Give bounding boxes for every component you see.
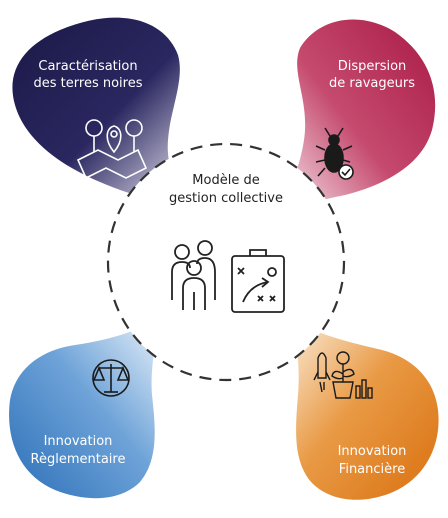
petal-bottom-right-line1: Innovation <box>338 444 407 459</box>
petal-top-right-line2: de ravageurs <box>329 76 415 91</box>
group-of-people-icon <box>171 240 216 310</box>
petal-top-right-line1: Dispersion <box>338 59 407 74</box>
petal-bottom-right <box>290 318 439 500</box>
beetle-checked-icon <box>315 127 354 180</box>
petal-bottom-left-line1: Innovation <box>44 434 113 449</box>
center-title-line2: gestion collective <box>169 191 283 206</box>
balance-scale-icon <box>92 359 130 397</box>
petal-top-left-line1: Caractérisation <box>38 59 137 74</box>
money-plant-rocket-icon <box>313 351 373 399</box>
petal-top-left-line2: des terres noires <box>34 76 143 91</box>
strategy-board-icon <box>231 249 285 313</box>
petal-bottom-right-line2: Financière <box>339 462 405 477</box>
petal-top-left <box>12 17 191 202</box>
center-title-line1: Modèle de <box>192 173 259 188</box>
petal-bottom-left <box>9 318 160 499</box>
center-circle <box>106 142 346 382</box>
petal-bottom-left-line2: Règlementaire <box>31 452 126 467</box>
petal-top-right <box>285 19 436 216</box>
map-trees-location-icon <box>76 119 148 180</box>
